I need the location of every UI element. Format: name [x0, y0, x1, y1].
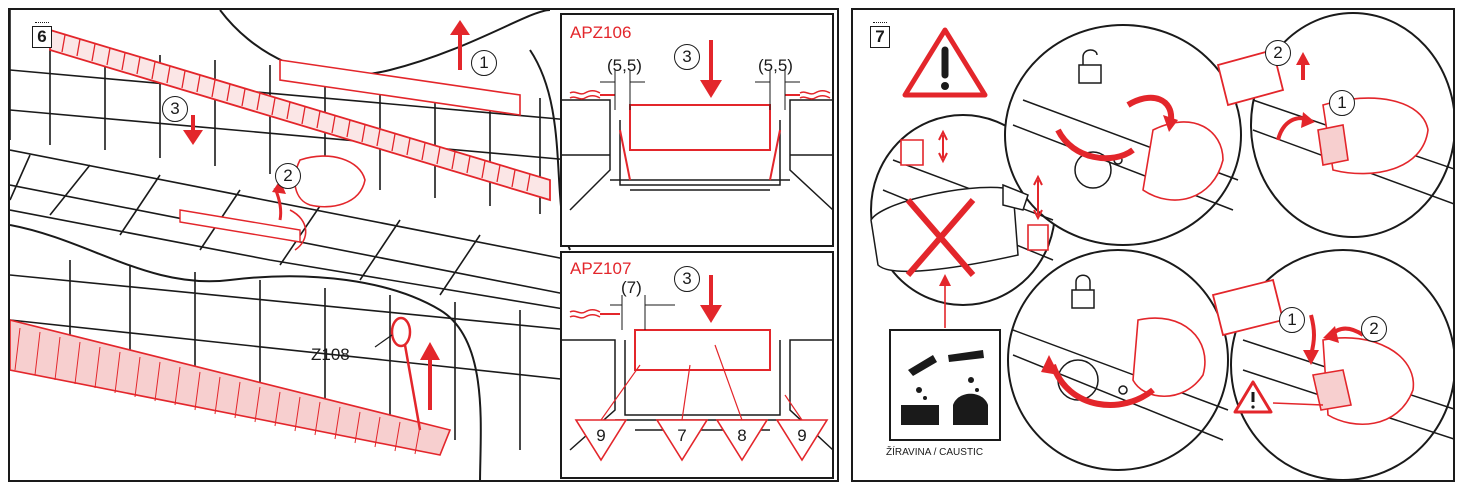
- callout-3: 3: [162, 96, 188, 122]
- detail-top-callout-3: 3: [674, 44, 700, 70]
- marker-9-right: 9: [797, 426, 807, 445]
- callout-2: 2: [275, 163, 301, 189]
- top-right-callout-2: 2: [1265, 40, 1291, 66]
- marker-7: 7: [677, 426, 687, 445]
- marker-9-left: 9: [596, 426, 606, 445]
- bottom-right-callout-1: 1: [1279, 307, 1305, 333]
- dim-bottom: (7): [621, 278, 642, 297]
- marker-8: 8: [737, 426, 747, 445]
- lock-icon: [1071, 274, 1095, 309]
- panel-step-6: 6 1 2 3 Z108 APZ106 3 (5,5) (5,5) APZ107…: [8, 8, 839, 482]
- detail-bottom-callout-3: 3: [674, 266, 700, 292]
- part-label-z108: Z108: [311, 345, 350, 364]
- bottom-right-callout-2: 2: [1361, 316, 1387, 342]
- step-number-7: 7: [870, 22, 890, 48]
- dim-left-top: (5,5): [607, 56, 642, 75]
- caustic-caption: ŽÍRAVINA / CAUSTIC: [886, 447, 984, 458]
- dim-right-top: (5,5): [758, 56, 793, 75]
- top-right-callout-1: 1: [1329, 90, 1355, 116]
- detail-title-apz107: APZ107: [570, 259, 632, 278]
- detail-title-apz106: APZ106: [570, 23, 632, 42]
- unlock-icon: [1078, 49, 1102, 84]
- panel-step-7: 7 2 1 1 2 ŽÍRAVINA / CAUSTIC: [851, 8, 1455, 482]
- panel6-illustration: [10, 10, 834, 480]
- panel7-illustration: [870, 12, 1453, 480]
- step-number-6: 6: [32, 22, 52, 48]
- callout-1: 1: [471, 50, 497, 76]
